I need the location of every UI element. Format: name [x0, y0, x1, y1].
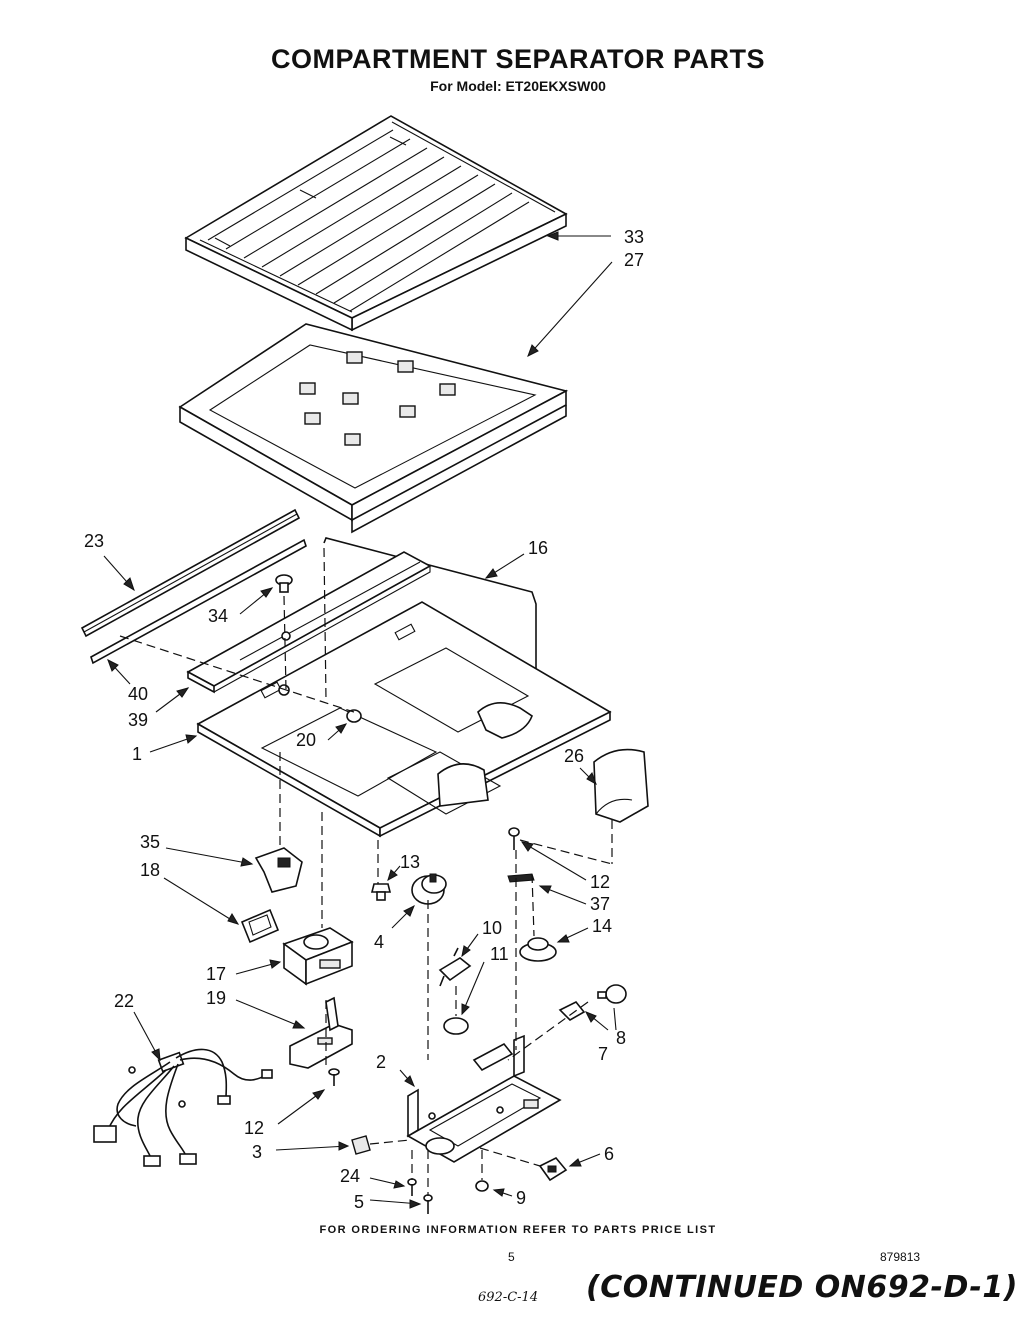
document-number: 879813: [880, 1250, 921, 1264]
callout-34: 34: [208, 606, 228, 626]
part-5-screw: [423, 1194, 433, 1214]
part-40-gasket-strip: [90, 538, 307, 665]
part-4-damper-control: [411, 873, 447, 905]
part-37-clip: [507, 873, 535, 883]
callout-3: 3: [252, 1142, 262, 1162]
continued-note: (CONTINUED ON692-D-1): [586, 1270, 1018, 1305]
part-11-grommet: [443, 1017, 469, 1035]
callout-6: 6: [604, 1144, 614, 1164]
diagram-title: COMPARTMENT SEPARATOR PARTS: [270, 44, 765, 74]
callout-19: 19: [206, 988, 226, 1008]
part-27-separator-frame: [178, 323, 569, 534]
ordering-info-note: FOR ORDERING INFORMATION REFER TO PARTS …: [319, 1224, 717, 1236]
callout-14: 14: [592, 916, 612, 936]
part-24-screw: [407, 1178, 417, 1196]
callout-27: 27: [624, 250, 644, 270]
callout-37: 37: [590, 894, 610, 914]
part-3-clip: [351, 1135, 371, 1155]
part-18-bezel: [240, 908, 280, 944]
part-6-switch: [538, 1157, 568, 1182]
part-12-screw-right: [508, 827, 520, 850]
callout-leaders: [103, 231, 617, 1209]
part-7-lamp-socket: [558, 1000, 586, 1021]
callout-16: 16: [528, 538, 548, 558]
part-33-shelf-grille: [184, 115, 568, 332]
part-17-control-housing: [282, 927, 354, 986]
part-22-wire-harness: [93, 1048, 273, 1167]
callout-23: 23: [84, 531, 104, 551]
part-14-grommet: [519, 937, 557, 962]
callout-5: 5: [354, 1192, 364, 1212]
part-2-control-bracket: [406, 1034, 562, 1163]
page-number: 5: [508, 1250, 515, 1264]
part-16-wire-rod: [323, 537, 537, 745]
callout-33: 33: [624, 227, 644, 247]
callout-8: 8: [616, 1028, 626, 1048]
callout-26: 26: [564, 746, 584, 766]
callout-12-lower: 12: [244, 1118, 264, 1138]
part-12-screw-left: [328, 1068, 340, 1086]
callout-40: 40: [128, 684, 148, 704]
callout-2: 2: [376, 1052, 386, 1072]
callout-1: 1: [132, 744, 142, 764]
part-1-separator-base: [196, 601, 612, 838]
part-8-lamp-bulb: [597, 984, 627, 1004]
callout-11: 11: [490, 944, 509, 964]
callout-22: 22: [114, 991, 134, 1011]
part-13-screw: [370, 883, 392, 901]
callout-20: 20: [296, 730, 316, 750]
callout-9: 9: [516, 1188, 526, 1208]
part-26-duct-cover: [593, 748, 649, 823]
callout-7: 7: [598, 1044, 608, 1064]
callout-35: 35: [140, 832, 160, 852]
part-35-housing-clip: [254, 847, 303, 893]
callout-10: 10: [482, 918, 502, 938]
callout-12-upper: 12: [590, 872, 610, 892]
part-34-screw: [275, 574, 293, 593]
part-10-thermostat: [438, 947, 472, 987]
callout-4: 4: [374, 932, 384, 952]
assembly-centerlines: [119, 547, 613, 1196]
part-9-nut: [475, 1180, 489, 1192]
callout-39: 39: [128, 710, 148, 730]
part-20-plug: [346, 709, 362, 723]
part-19-bracket: [289, 996, 353, 1069]
callout-labels: 33 27 23 16 34 40 39 20 1 26 35 18 13 12…: [84, 227, 644, 1212]
handwritten-reference: 692-C-14: [478, 1290, 539, 1305]
part-39-insulation-block: [186, 551, 432, 694]
model-subtitle: For Model: ET20EKXSW00: [430, 78, 606, 94]
callout-13: 13: [400, 852, 420, 872]
callout-18: 18: [140, 860, 160, 880]
callout-17: 17: [206, 964, 226, 984]
part-23-trim-strip: [80, 508, 301, 638]
callout-24: 24: [340, 1166, 360, 1186]
